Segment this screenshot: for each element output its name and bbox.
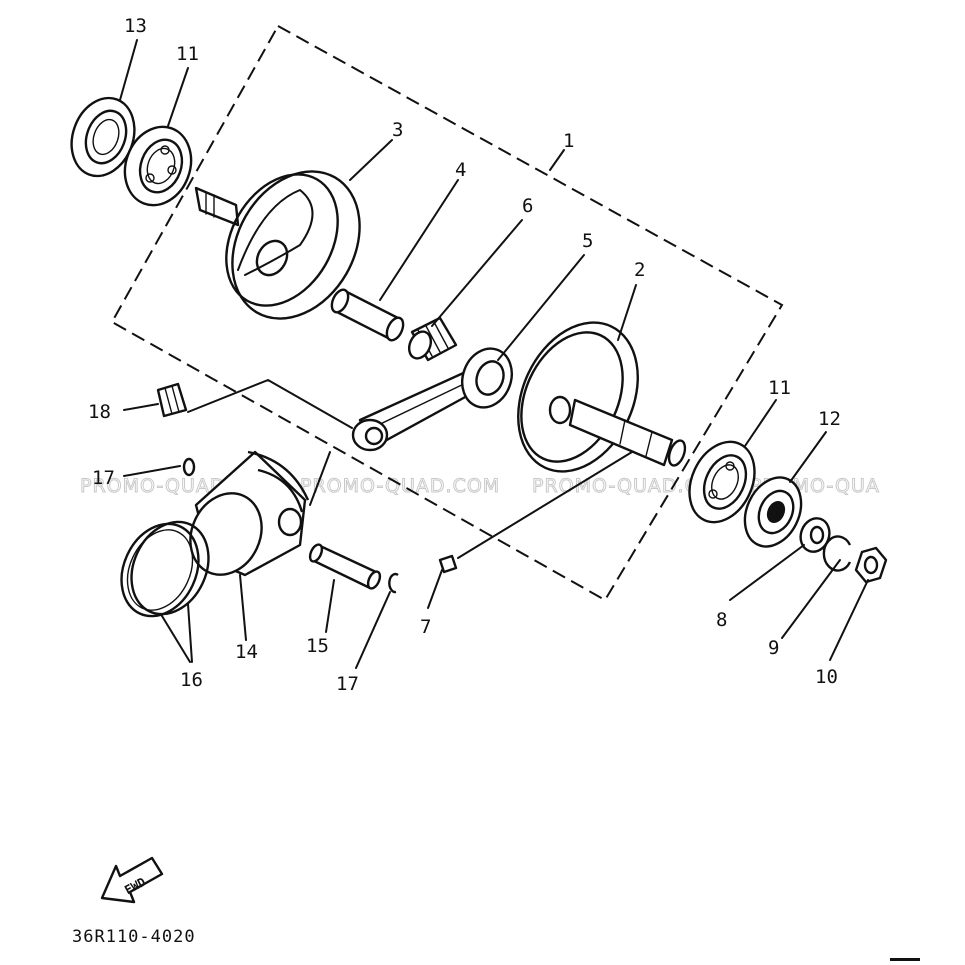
callout-17-lower: 17 <box>336 673 359 695</box>
piston-14 <box>189 450 331 577</box>
bearing-11-lower <box>688 440 756 524</box>
watermark-text: PROMO-QUAD.COM <box>300 475 500 497</box>
drawing-code: 36R110-4020 <box>72 927 196 947</box>
callout-17-upper: 17 <box>92 467 115 489</box>
callout-12: 12 <box>818 408 841 430</box>
callout-labels: 1 2 3 4 5 6 7 8 9 10 11 11 12 13 14 15 1… <box>88 15 841 695</box>
crank-pin-4 <box>330 288 405 342</box>
bearing-13 <box>70 96 136 178</box>
watermark-text: PROMO-QUAD.COM <box>532 475 732 497</box>
callout-18: 18 <box>88 401 111 423</box>
clip-17-lower <box>388 572 399 594</box>
callout-7: 7 <box>420 616 431 638</box>
callout-4: 4 <box>455 159 466 181</box>
needle-bearing-6 <box>407 316 458 362</box>
callout-10: 10 <box>815 666 838 688</box>
piston-rings-16 <box>120 520 210 618</box>
callout-11-lower: 11 <box>768 377 791 399</box>
piston-pin-15 <box>308 543 382 590</box>
lock-washer-9 <box>822 535 852 572</box>
oil-seal-12 <box>743 476 803 548</box>
callout-5: 5 <box>582 230 593 252</box>
connecting-rod-5 <box>351 347 513 452</box>
washer-8 <box>799 517 831 553</box>
corner-mark <box>890 958 920 961</box>
callout-14: 14 <box>235 641 258 663</box>
callout-6: 6 <box>522 195 533 217</box>
callout-1: 1 <box>563 130 574 152</box>
crankshaft-assembly-boundary <box>110 24 784 602</box>
callout-2: 2 <box>634 259 645 281</box>
crank-web-2 <box>517 321 687 473</box>
callout-11-upper: 11 <box>176 43 199 65</box>
callout-16: 16 <box>180 669 203 691</box>
callout-15: 15 <box>306 635 329 657</box>
crank-web-3 <box>194 170 361 320</box>
callout-13: 13 <box>124 15 147 37</box>
callout-8: 8 <box>716 609 727 631</box>
bearing-11-upper <box>123 125 193 207</box>
leader-lines <box>119 39 869 669</box>
small-bearing-18 <box>156 379 353 429</box>
fwd-arrow-icon: FWD <box>100 856 164 904</box>
callout-9: 9 <box>768 637 779 659</box>
nut-10 <box>854 546 888 584</box>
callout-3: 3 <box>392 119 403 141</box>
woodruff-key-7 <box>438 451 633 574</box>
clip-17-upper <box>182 457 196 477</box>
